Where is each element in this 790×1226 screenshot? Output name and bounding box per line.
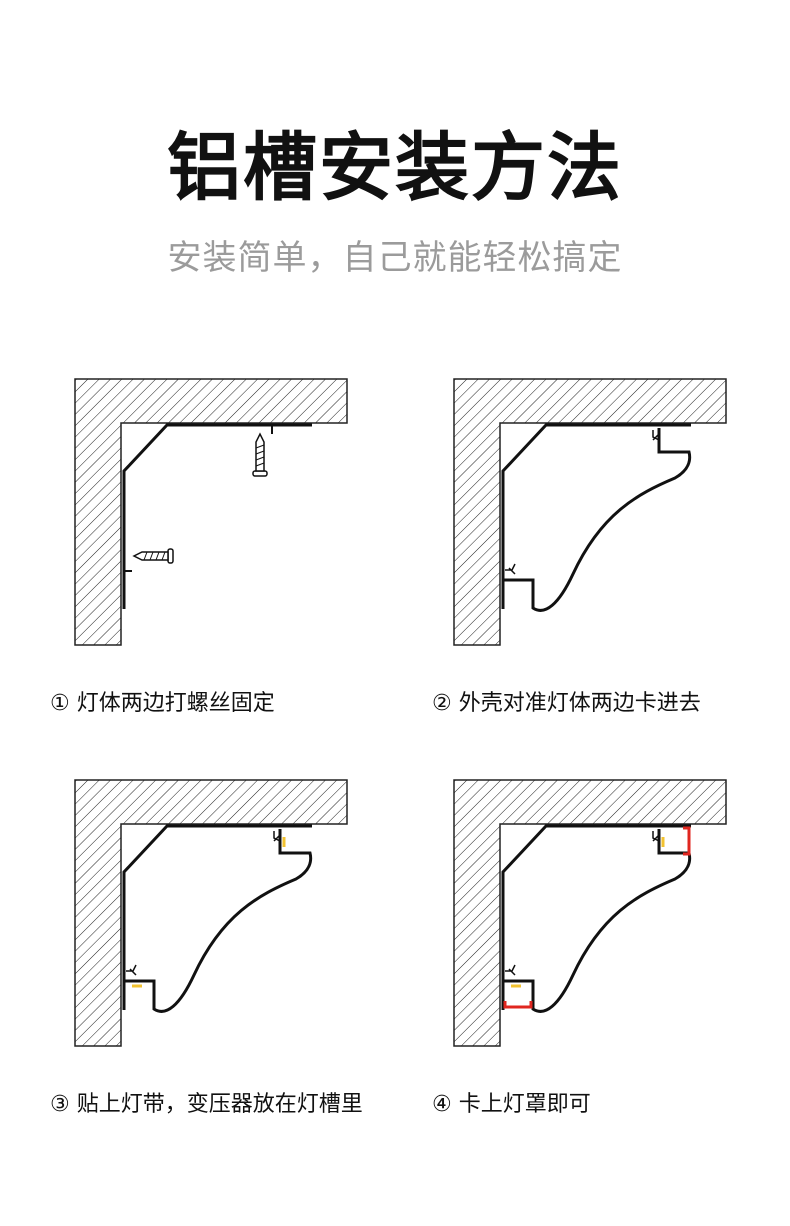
screw-vertical-icon	[252, 432, 268, 477]
clip-hook-side	[505, 563, 516, 575]
clip-hook-side	[126, 964, 137, 976]
clip-hook-top	[652, 831, 660, 842]
aluminum-base-profile	[122, 824, 312, 1010]
step-4-diagram	[449, 775, 749, 1065]
step-1-caption: ① 灯体两边打螺丝固定	[50, 691, 275, 716]
screw-horizontal-icon	[132, 548, 174, 564]
page-title: 铝槽安装方法	[167, 125, 623, 211]
wall-ceiling-corner	[453, 779, 727, 1047]
wall-ceiling-corner	[74, 378, 348, 646]
page-subtitle: 安装简单，自己就能轻松搞定	[167, 238, 623, 278]
cove-shell-profile	[503, 428, 692, 612]
step-2-caption: ② 外壳对准灯体两边卡进去	[432, 691, 701, 716]
lamp-cover-side	[503, 1001, 533, 1009]
aluminum-base-profile	[501, 423, 691, 609]
aluminum-base-profile	[122, 423, 312, 609]
lamp-cover-top	[683, 826, 691, 856]
wall-ceiling-corner	[453, 378, 727, 646]
aluminum-base-profile	[501, 824, 691, 1010]
step-3-diagram	[70, 775, 370, 1065]
step-2-diagram	[449, 374, 749, 664]
clip-hook-side	[505, 964, 516, 976]
clip-hook-top	[652, 430, 660, 441]
cove-shell-profile	[124, 829, 313, 1013]
cove-shell-profile	[503, 829, 692, 1013]
clip-hook-top	[273, 831, 281, 842]
step-1-diagram	[70, 374, 370, 664]
step-4-caption: ④ 卡上灯罩即可	[432, 1092, 591, 1117]
step-3-caption: ③ 贴上灯带，变压器放在灯槽里	[50, 1092, 363, 1117]
wall-ceiling-corner	[74, 779, 348, 1047]
